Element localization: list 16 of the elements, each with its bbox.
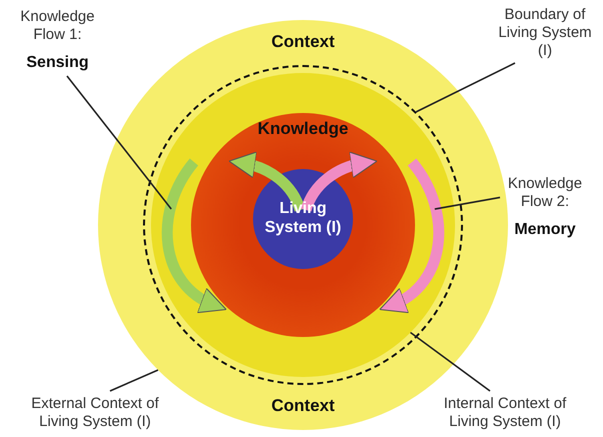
center-label: Living System (I) (264, 199, 342, 237)
leader-line (110, 369, 158, 392)
callout-heading: Memory (513, 221, 577, 239)
callout-heading: Sensing (25, 54, 90, 72)
leader-line (416, 62, 516, 113)
callout-label: Internal Context of Living System (I) (442, 395, 568, 431)
leader-line (66, 76, 172, 210)
callout-label: Knowledge Flow 2: (506, 175, 584, 211)
leader-line (410, 332, 490, 392)
region-label: Context (271, 396, 335, 416)
region-label: Knowledge (258, 119, 348, 139)
callout-label: Knowledge Flow 1: (19, 8, 96, 44)
leader-line (434, 196, 500, 210)
region-label: Context (271, 32, 335, 52)
callout-label: Boundary of Living System (I) (497, 6, 593, 60)
callout-label: External Context of Living System (I) (30, 395, 160, 431)
